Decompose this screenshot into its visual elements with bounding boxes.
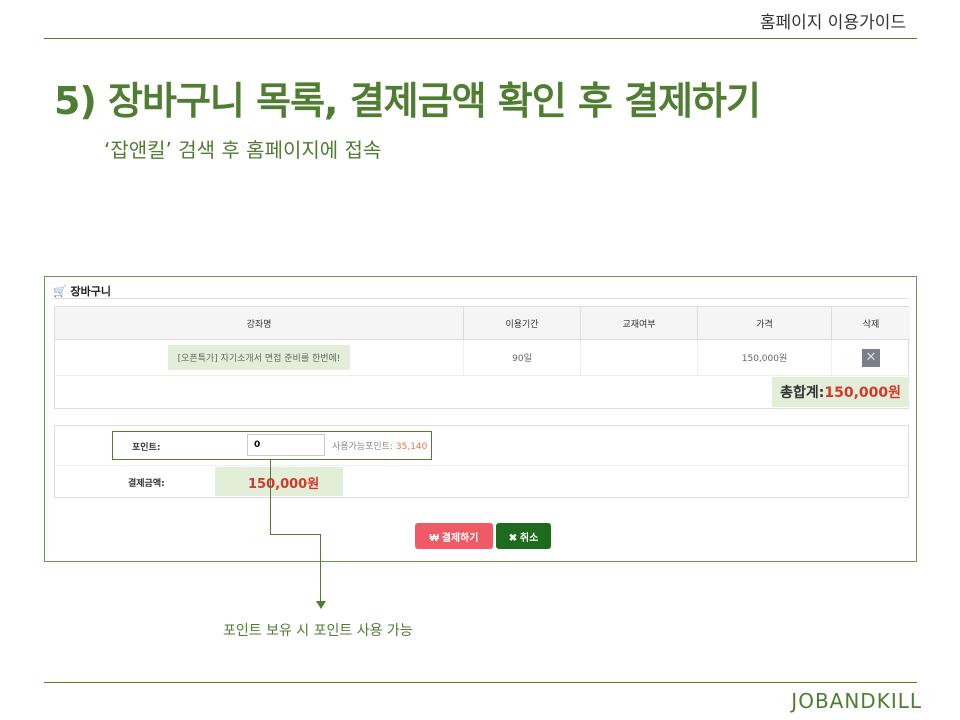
cart-icon: 🛒 xyxy=(53,285,67,298)
divider xyxy=(55,465,908,466)
col-header-price: 가격 xyxy=(698,307,832,340)
col-header-course: 강좌명 xyxy=(55,307,464,340)
arrow-down-icon xyxy=(316,601,326,609)
guide-title: 홈페이지 이용가이드 xyxy=(759,13,906,33)
point-input[interactable] xyxy=(247,434,325,456)
close-icon: ✕ xyxy=(865,350,877,365)
cart-screenshot: 🛒 장바구니 강좌명 이용기간 교재여부 가격 삭제 [오픈특가] 자기소개서 … xyxy=(44,276,917,562)
row-price: 150,000원 xyxy=(698,340,832,376)
point-label: 포인트: xyxy=(132,443,161,453)
available-points: 사용가능포인트: 35,140 xyxy=(332,439,427,452)
table-row-course: [오픈특가] 자기소개서 면접 준비를 한번에! xyxy=(55,340,464,376)
amount-label: 결제금액: xyxy=(128,479,165,489)
top-divider xyxy=(44,38,917,39)
course-name[interactable]: [오픈특가] 자기소개서 면접 준비를 한번에! xyxy=(167,345,351,370)
row-delete-cell: ✕ xyxy=(832,340,910,376)
cancel-button[interactable]: ✖ 취소 xyxy=(496,523,551,549)
row-textbook xyxy=(581,340,698,376)
cart-title: 🛒 장바구니 xyxy=(53,283,111,299)
page-title: 5) 장바구니 목록, 결제금액 확인 후 결제하기 xyxy=(54,79,761,123)
bottom-divider xyxy=(44,682,917,683)
row-period: 90일 xyxy=(464,340,581,376)
total-sum: 총합계:150,000원 xyxy=(772,377,909,407)
col-header-textbook: 교재여부 xyxy=(581,307,698,340)
logo: JOBANDKILL xyxy=(791,689,922,713)
amount-value: 150,000원 xyxy=(215,467,343,496)
callout-line xyxy=(270,459,271,535)
annotation: 포인트 보유 시 포인트 사용 가능 xyxy=(223,623,413,639)
col-header-period: 이용기간 xyxy=(464,307,581,340)
divider xyxy=(53,298,908,299)
total-value: 150,000원 xyxy=(824,385,901,401)
payment-form: 포인트: 사용가능포인트: 35,140 결제금액: 150,000원 xyxy=(54,425,909,498)
callout-line xyxy=(320,534,321,602)
cart-table: 강좌명 이용기간 교재여부 가격 삭제 [오픈특가] 자기소개서 면접 준비를 … xyxy=(54,306,910,409)
highlight-box xyxy=(112,431,432,460)
available-value: 35,140 xyxy=(395,442,428,452)
pay-button[interactable]: ₩ 결제하기 xyxy=(415,523,493,549)
col-header-delete: 삭제 xyxy=(832,307,910,340)
delete-button[interactable]: ✕ xyxy=(862,348,880,367)
callout-line xyxy=(270,534,321,535)
page-subtitle: ‘잡앤킬’ 검색 후 홈페이지에 접속 xyxy=(104,138,382,162)
cart-title-text: 장바구니 xyxy=(70,285,112,298)
available-label: 사용가능포인트: xyxy=(332,442,393,452)
total-label: 총합계: xyxy=(780,385,825,401)
